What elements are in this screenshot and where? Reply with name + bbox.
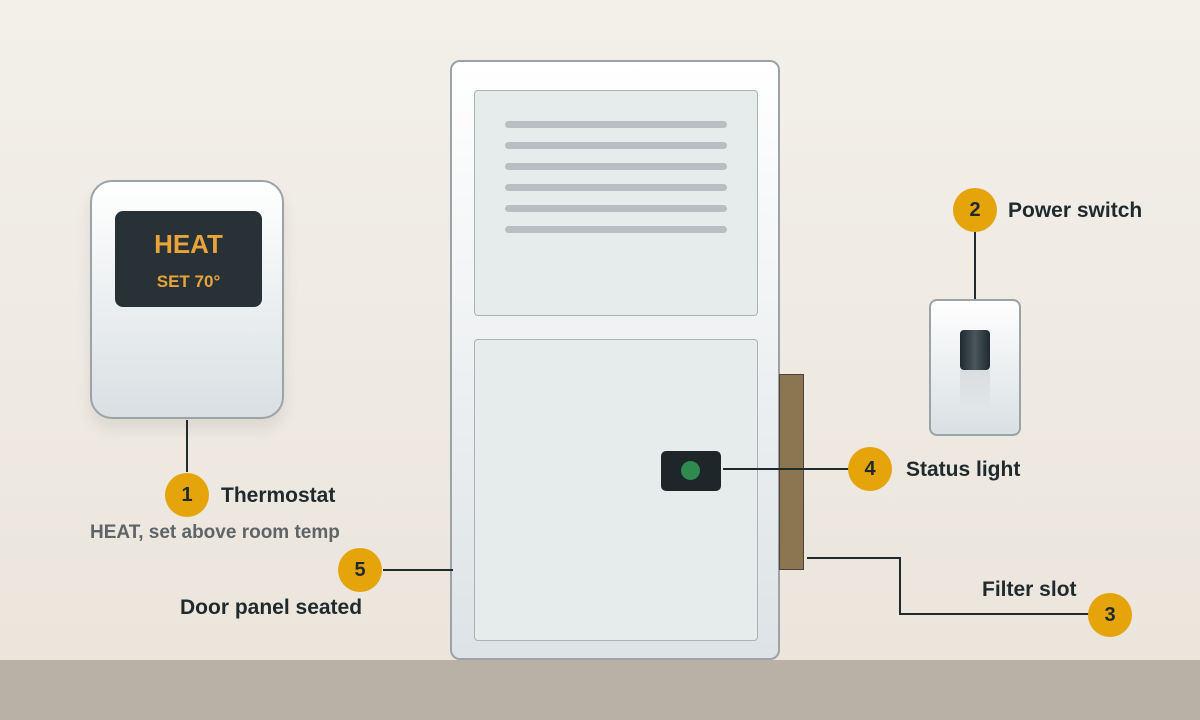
callout-label-status-light: Status light [906, 458, 1021, 481]
callout-line-3a [807, 557, 901, 559]
callout-line-4 [723, 468, 849, 470]
thermostat-display: HEAT SET 70° [115, 211, 262, 307]
furnace-cabinet [450, 60, 780, 660]
callout-label-filter-slot: Filter slot [982, 578, 1077, 601]
switch-shadow [960, 370, 990, 410]
thermostat-setpoint: SET 70° [156, 272, 221, 291]
callout-line-2 [974, 232, 976, 299]
callout-line-3b [899, 557, 901, 615]
callout-label-door-panel: Door panel seated [180, 596, 363, 619]
callout-badge-5: 5 [338, 548, 382, 592]
callout-badge-2: 2 [953, 188, 997, 232]
vent-louver [505, 163, 727, 170]
vent-louver [505, 205, 727, 212]
floor [0, 660, 1200, 720]
status-light-housing [661, 451, 721, 491]
vent-louver [505, 184, 727, 191]
thermostat-note: HEAT, set above room temp [90, 522, 340, 543]
power-switch-plate [929, 299, 1021, 436]
callout-line-3c [899, 613, 1089, 615]
vent-louver [505, 142, 727, 149]
thermostat[interactable]: HEAT SET 70° [90, 180, 284, 419]
thermostat-mode: HEAT [154, 229, 223, 259]
upper-vent-panel [474, 90, 758, 316]
vent-louver [505, 226, 727, 233]
callout-badge-3: 3 [1088, 593, 1132, 637]
callout-line-1 [186, 420, 188, 472]
filter-slot[interactable] [779, 374, 804, 570]
callout-label-power-switch: Power switch [1008, 199, 1143, 222]
callout-badge-4: 4 [848, 447, 892, 491]
callout-badge-1: 1 [165, 473, 209, 517]
status-light-icon [681, 461, 700, 480]
power-switch-toggle[interactable] [960, 330, 990, 370]
vent-louver [505, 121, 727, 128]
callout-label-thermostat: Thermostat [221, 484, 336, 507]
callout-line-5 [383, 569, 453, 571]
